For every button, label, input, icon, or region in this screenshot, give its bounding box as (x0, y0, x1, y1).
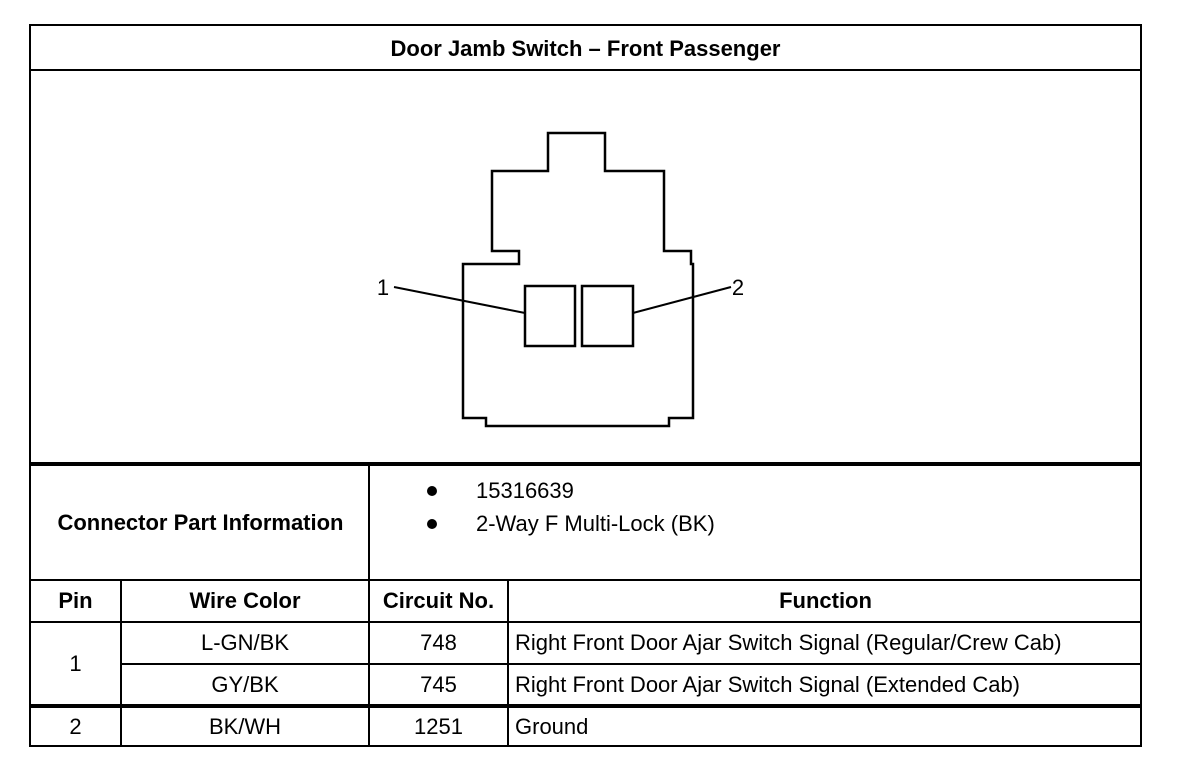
column-header-wire-color: Wire Color (189, 588, 301, 613)
pin-cavity-1 (523, 284, 577, 348)
table-cell-circuit: 745 (420, 672, 457, 697)
table-cell-pin: 1 (69, 651, 82, 676)
leader-line-1 (393, 286, 526, 314)
divider (31, 462, 1140, 466)
connector-diagram: 1 2 (31, 71, 1140, 463)
column-header-function: Function (779, 588, 872, 613)
bullet-icon (427, 519, 437, 529)
connector-drawing: 1 2 (377, 131, 744, 428)
bullet-icon (427, 486, 437, 496)
pin-label-1: 1 (377, 275, 389, 300)
connector-info-label: Connector Part Information (57, 510, 344, 535)
table-cell-circuit: 748 (420, 630, 457, 655)
page-title: Door Jamb Switch – Front Passenger (390, 35, 781, 61)
table-cell-function: Right Front Door Ajar Switch Signal (Ext… (515, 672, 1021, 697)
connector-info-list: 15316639 2-Way F Multi-Lock (BK) (372, 466, 1142, 580)
table-cell-wire-color: BK/WH (208, 713, 282, 739)
leader-line-2 (632, 286, 732, 314)
table-cell-function: Right Front Door Ajar Switch Signal (Reg… (515, 630, 1062, 655)
pin-label-2: 2 (732, 275, 744, 300)
part-number: 15316639 (476, 478, 574, 503)
table-cell-wire-color: GY/BK (211, 672, 279, 697)
table-cell-wire-color: L-GN/BK (200, 630, 290, 655)
divider (120, 663, 1142, 665)
divider (31, 69, 1140, 71)
connector-housing-outline (461, 131, 695, 428)
pin-cavity-2 (580, 284, 635, 348)
divider (31, 579, 1140, 581)
column-header-circuit: Circuit No. (382, 588, 495, 613)
divider (368, 464, 370, 580)
table-cell-function: Ground (515, 713, 589, 739)
divider (31, 621, 1140, 623)
table-cell-pin: 2 (69, 713, 82, 739)
connector-description: 2-Way F Multi-Lock (BK) (476, 511, 715, 536)
divider (31, 704, 1140, 708)
connector-sheet: Door Jamb Switch – Front Passenger 1 2 C… (29, 24, 1142, 747)
column-header-pin: Pin (58, 588, 93, 613)
table-cell-circuit: 1251 (414, 713, 463, 739)
